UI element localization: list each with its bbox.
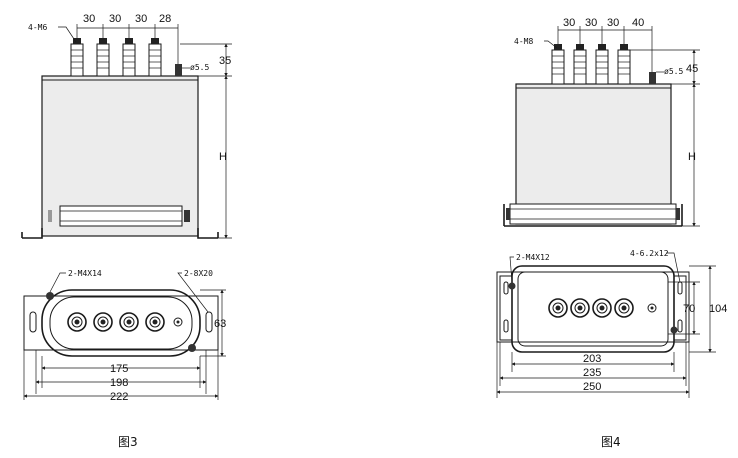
fig3-height-H: H <box>219 151 227 163</box>
fig4-depth-70: 70 <box>683 303 695 315</box>
fig3-slot-right <box>205 311 213 333</box>
fig4-bottom-band <box>509 203 677 225</box>
fig4-hole-label-top: 4-6.2x12 <box>630 249 669 258</box>
fig4-top-height: 45 <box>686 63 698 75</box>
fig3-top-terminals <box>67 312 183 332</box>
fig4-screw-icon-right <box>670 326 678 334</box>
fig4-side-view: 30 30 30 40 4-M8 ø5.5 45 H <box>503 17 700 227</box>
fig4-rect-body <box>511 265 675 353</box>
fig3-base-plate <box>23 295 219 351</box>
fig3-caption: 图3 <box>118 435 138 449</box>
fig3-pitch-2: 30 <box>109 13 121 25</box>
fig4-ground-stud <box>649 72 656 84</box>
fig3-width-175: 175 <box>110 363 128 375</box>
fig4-screw-icon-left <box>508 282 516 290</box>
fig3-slot-left <box>29 311 37 333</box>
fig3-bottom-band <box>59 205 183 227</box>
fig3-pitch-1: 30 <box>83 13 95 25</box>
fig4-caption: 图4 <box>601 435 621 449</box>
fig3-hole-label: ø5.5 <box>190 63 209 72</box>
fig4-height-H: H <box>688 151 696 163</box>
fig3-top-view: 2-M4X14 2-8X20 63 175 198 222 <box>23 269 226 403</box>
fig3-screw-icon-left <box>46 292 54 300</box>
fig4-width-235: 235 <box>583 367 601 379</box>
fig3-pitch-4: 28 <box>159 13 171 25</box>
fig3-terminals <box>70 38 182 77</box>
fig4-terminals <box>551 44 656 85</box>
fig3-pitch-dims <box>76 24 179 64</box>
fig4-top-terminals <box>548 298 657 318</box>
fig4-capacitor-body <box>515 83 672 225</box>
fig4-hole-label: ø5.5 <box>664 67 683 76</box>
fig3-oval-body <box>41 289 201 357</box>
fig3-screw-icon-right <box>188 344 196 352</box>
figure-3: 30 30 30 28 4-M6 ø5.5 35 H <box>21 13 232 449</box>
fig3-ground-stud <box>175 64 182 76</box>
fig4-pitch-4: 40 <box>632 17 644 29</box>
fig4-top-view: 2-M4X12 4-6.2x12 70 104 203 235 250 <box>496 249 727 398</box>
fig4-width-203: 203 <box>583 353 601 365</box>
fig3-slot-label: 2-8X20 <box>184 269 213 278</box>
fig4-pitch-2: 30 <box>585 17 597 29</box>
fig3-terminal-label: 4-M6 <box>28 23 47 32</box>
fig4-pitch-1: 30 <box>563 17 575 29</box>
fig3-side-screw <box>184 210 190 222</box>
fig3-top-height: 35 <box>219 55 231 67</box>
fig4-depth-104: 104 <box>709 303 727 315</box>
fig3-side-view: 30 30 30 28 4-M6 ø5.5 35 H <box>21 13 232 239</box>
fig3-width-222: 222 <box>110 391 128 403</box>
fig4-screw-label: 2-M4X12 <box>516 253 550 262</box>
fig4-terminal-label: 4-M8 <box>514 37 533 46</box>
figure-4: 30 30 30 40 4-M8 ø5.5 45 H <box>496 17 727 449</box>
fig3-pitch-3: 30 <box>135 13 147 25</box>
fig4-pitch-dims <box>557 26 653 72</box>
fig4-width-250: 250 <box>583 381 601 393</box>
fig3-screw-label: 2-M4X14 <box>68 269 102 278</box>
fig4-pitch-3: 30 <box>607 17 619 29</box>
fig3-depth: 63 <box>214 318 226 330</box>
fig3-width-198: 198 <box>110 377 128 389</box>
